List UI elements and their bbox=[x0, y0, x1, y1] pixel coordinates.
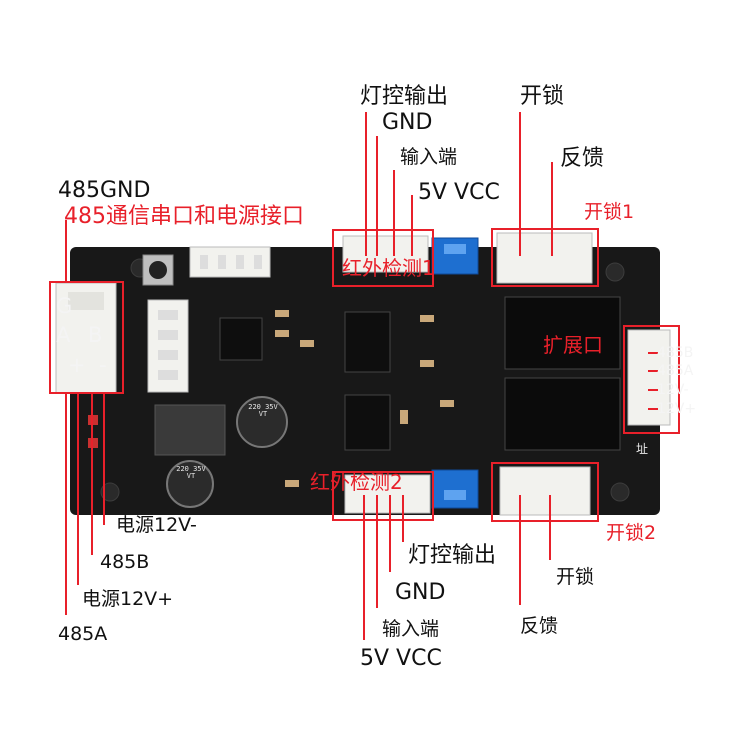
smd-part bbox=[300, 340, 314, 347]
connector-pin bbox=[254, 255, 262, 269]
expansion-box bbox=[623, 325, 680, 434]
ir2-pin-gnd: GND bbox=[395, 580, 446, 605]
ir2-pin-light: 灯控输出 bbox=[408, 543, 497, 568]
lock1-box bbox=[491, 228, 599, 287]
pin-b: B bbox=[88, 323, 103, 347]
lock2-connector bbox=[499, 466, 591, 516]
label-485b: 485B bbox=[100, 551, 150, 573]
connector-pin bbox=[218, 255, 226, 269]
relay-1 bbox=[504, 296, 621, 370]
smd-part bbox=[285, 480, 299, 487]
ir1-header-label: 红外检测1 bbox=[342, 256, 435, 280]
label-power-12vplus: 电源12V+ bbox=[82, 588, 174, 610]
capacitor-2 bbox=[166, 460, 214, 508]
ic-chip bbox=[219, 317, 263, 361]
pin-a: A bbox=[56, 323, 71, 347]
lock2-header-label: 开锁2 bbox=[606, 522, 657, 544]
ir2-pin-input: 输入端 bbox=[382, 618, 440, 640]
voltage-regulator bbox=[154, 404, 226, 456]
cap1-silkscreen: 220 35V VT bbox=[248, 403, 278, 418]
mount-hole bbox=[610, 482, 630, 502]
lock1-header-label: 开锁1 bbox=[584, 201, 635, 223]
ir2-box bbox=[332, 471, 434, 521]
ir1-pin-gnd: GND bbox=[382, 110, 433, 135]
connector-pin bbox=[200, 255, 208, 269]
connector-pin bbox=[236, 255, 244, 269]
label-port-title: 485通信串口和电源接口 bbox=[64, 204, 304, 229]
ir1-pin-vcc: 5V VCC bbox=[418, 180, 500, 205]
relay-2 bbox=[504, 377, 621, 451]
ic-chip bbox=[344, 394, 391, 451]
lock2-pin-feedback: 反馈 bbox=[520, 615, 559, 637]
smd-part bbox=[275, 330, 289, 337]
label-485gnd: 485GND bbox=[58, 178, 151, 203]
mount-hole bbox=[605, 262, 625, 282]
label-power-12vminus: 电源12V- bbox=[116, 514, 197, 536]
ic-chip bbox=[344, 311, 391, 373]
ir1-pin-light: 灯控输出 bbox=[360, 84, 449, 109]
connector-pin bbox=[158, 330, 178, 340]
ir2-jumper bbox=[431, 469, 479, 509]
label-485a: 485A bbox=[58, 623, 108, 645]
pin-plus: + bbox=[68, 353, 86, 377]
connector-pin bbox=[158, 310, 178, 320]
pin-g: G bbox=[56, 294, 73, 318]
connector-pin bbox=[158, 370, 178, 380]
exp-pin-485a: 485A bbox=[657, 363, 694, 379]
lock2-box bbox=[491, 462, 599, 522]
jumper-top bbox=[444, 244, 466, 254]
ir1-box bbox=[332, 229, 434, 287]
addr-silkscreen: 址 bbox=[636, 442, 649, 456]
ir2-pin-vcc: 5V VCC bbox=[360, 646, 442, 671]
ir2-connector bbox=[344, 474, 431, 514]
exp-pin-12vplus: 12V+ bbox=[657, 401, 697, 417]
lock2-pin-unlock: 开锁 bbox=[556, 566, 595, 588]
cap2-silkscreen: 220 35V VT bbox=[176, 465, 206, 480]
smd-part bbox=[420, 360, 434, 367]
jumper-top bbox=[444, 490, 466, 500]
smd-part bbox=[420, 315, 434, 322]
smd-part bbox=[400, 410, 408, 424]
connector-slot bbox=[68, 292, 104, 310]
ir1-connector bbox=[342, 235, 429, 273]
smd-part bbox=[275, 310, 289, 317]
ir2-header-label: 红外检测2 bbox=[310, 470, 403, 494]
smd-part bbox=[440, 400, 454, 407]
ir1-jumper bbox=[431, 237, 479, 275]
power-port-box bbox=[49, 281, 124, 394]
lock1-pin-feedback: 反馈 bbox=[560, 146, 605, 171]
exp-pin-485b: 485B bbox=[657, 345, 694, 361]
connector-pin bbox=[158, 350, 178, 360]
mount-hole bbox=[100, 482, 120, 502]
lock1-pin-unlock: 开锁 bbox=[520, 84, 565, 109]
pin-minus: - bbox=[99, 353, 107, 377]
capacitor-1 bbox=[236, 396, 288, 448]
exp-pin-12vminus: 12V- bbox=[657, 382, 689, 398]
lock1-connector bbox=[496, 232, 593, 284]
reset-button-cap bbox=[149, 261, 167, 279]
expansion-header-label: 扩展口 bbox=[543, 333, 603, 357]
ir1-pin-input: 输入端 bbox=[400, 146, 458, 168]
